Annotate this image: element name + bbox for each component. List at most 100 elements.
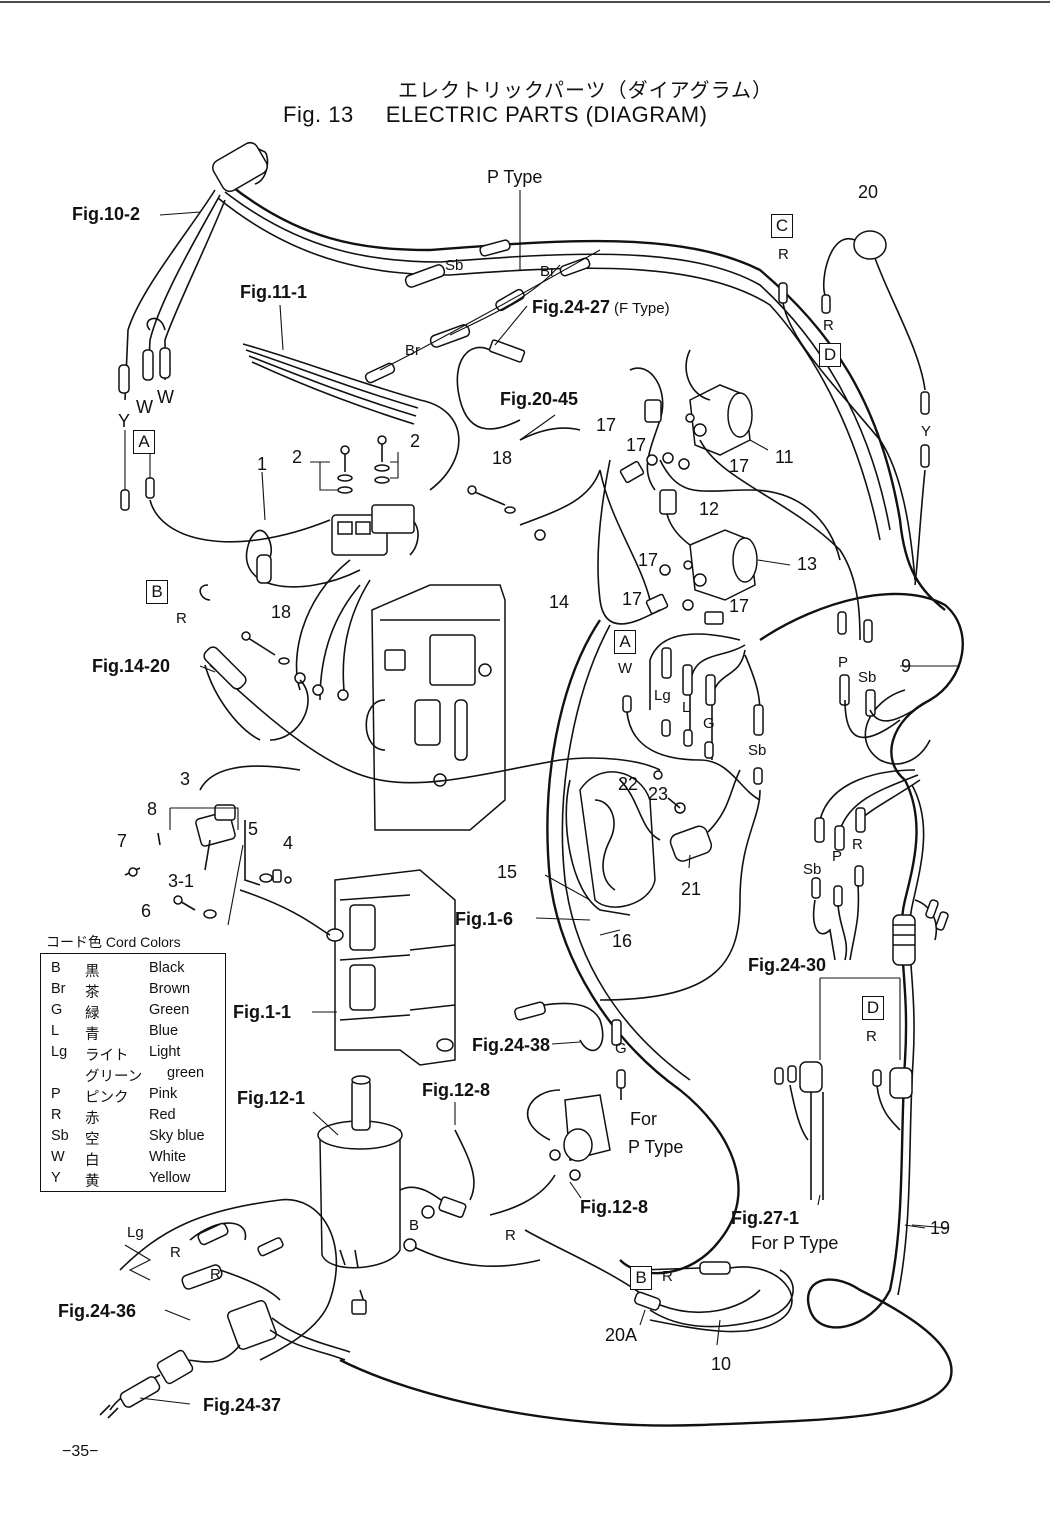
fig-11-1-ribbon — [242, 343, 460, 491]
ref-fig-24-30: Fig.24-30 — [748, 955, 827, 975]
legend-code: Y — [51, 1170, 61, 1186]
legend-en: Red — [149, 1107, 176, 1123]
ref-fig-12-8-top: Fig.12-8 — [422, 1080, 491, 1100]
ref-fig-14-20: Fig.14-20 — [92, 656, 171, 676]
legend-en: Green — [149, 1002, 190, 1018]
legend-jp: ライト — [85, 1048, 129, 1064]
part-17e: 17 — [622, 589, 643, 609]
part-18b: 18 — [271, 602, 292, 622]
stator-assembly — [565, 769, 741, 916]
wire-label-br-mid: Br — [405, 342, 420, 359]
page-number: −35− — [62, 1443, 99, 1460]
wire-label-g-mid: G — [703, 715, 715, 732]
center-block — [310, 435, 419, 556]
ref-fig-24-27: Fig.24-27(F Type) — [532, 298, 670, 316]
legend-en: Pink — [149, 1086, 178, 1102]
legend-jp: 黒 — [85, 964, 100, 980]
connector-box-c: C — [771, 214, 793, 238]
legend-row: Sb 空 Sky blue — [49, 1128, 207, 1149]
legend-code: R — [51, 1107, 62, 1123]
legend-jp: 白 — [85, 1153, 100, 1169]
wire-label-g-lower: G — [615, 1040, 627, 1057]
bolts-18 — [241, 427, 601, 741]
wire-label-r-c: R — [778, 246, 789, 263]
connector-box-d-bottom: D — [862, 996, 884, 1020]
wire-label-lg-mid: Lg — [654, 687, 671, 704]
part-4: 4 — [283, 833, 294, 853]
legend-code: L — [51, 1023, 60, 1039]
ref-fig-24-36: Fig.24-36 — [58, 1301, 137, 1321]
part-17c: 17 — [729, 456, 750, 476]
part-3: 3 — [180, 769, 191, 789]
part-17f: 17 — [729, 596, 750, 616]
legend-jp: 青 — [85, 1027, 100, 1043]
wire-label-p-right: P — [838, 654, 849, 671]
wire-label-r-d2: R — [866, 1028, 877, 1045]
legend-jp: ピンク — [85, 1090, 129, 1106]
legend-jp: 緑 — [85, 1006, 100, 1022]
legend-jp: 空 — [85, 1132, 100, 1148]
part-3-1: 3-1 — [168, 871, 195, 891]
ref-fig-24-38: Fig.24-38 — [472, 1035, 551, 1055]
part-2a: 2 — [292, 447, 303, 467]
part-16: 16 — [612, 931, 633, 951]
mid-connectors — [599, 633, 764, 1001]
part-19: 19 — [930, 1218, 951, 1238]
legend-en: White — [149, 1149, 187, 1165]
wire-label-br-top: Br — [540, 263, 555, 280]
note-for: For — [630, 1109, 657, 1129]
legend-code: Sb — [51, 1128, 69, 1144]
switch-3 — [124, 765, 331, 936]
wire-label-r-b: R — [176, 610, 187, 627]
wire-label-lg-bottom: Lg — [127, 1224, 144, 1241]
legend-row: W 白 White — [49, 1149, 207, 1170]
part-12: 12 — [699, 499, 720, 519]
wire-label-sb-lower: Sb — [803, 861, 822, 878]
top-right-sensor — [778, 230, 930, 586]
part-11: 11 — [775, 447, 794, 467]
fig-24-38-connector — [514, 1001, 626, 1100]
lower-left-harness — [99, 1198, 351, 1419]
cdi-unit — [294, 559, 506, 831]
relay-13 — [659, 459, 841, 601]
part-1: 1 — [257, 454, 268, 474]
part-20a: 20A — [605, 1325, 638, 1345]
legend-en: Sky blue — [149, 1128, 205, 1144]
connector-box-a-mid: A — [614, 630, 636, 654]
wire-label-b-bottom: B — [409, 1217, 420, 1234]
wire-label-w-left1: W — [136, 397, 153, 417]
wire-10 — [649, 1269, 794, 1328]
powerhead — [326, 869, 456, 1066]
legend-jp: 黄 — [85, 1174, 100, 1190]
legend-jp: 茶 — [85, 985, 100, 1001]
connector-box-b-left: B — [146, 580, 168, 604]
wire-15 — [546, 619, 740, 1275]
leader-lines — [139, 190, 960, 1405]
connector-box-d-top: D — [819, 343, 841, 367]
ref-fig-1-1: Fig.1-1 — [233, 1002, 292, 1022]
wire-label-w-mid: W — [618, 660, 633, 677]
title-japanese: エレクトリックパーツ（ダイアグラム） — [398, 80, 773, 102]
legend-code: W — [51, 1149, 65, 1165]
right-connectors — [811, 611, 949, 966]
ref-fig-10-2: Fig.10-2 — [72, 204, 141, 224]
legend-en: Black — [149, 960, 185, 976]
wire-label-r-bottom2: R — [210, 1266, 221, 1283]
wire-label-w-left2: W — [157, 387, 174, 407]
wire-label-r-lower: R — [852, 836, 863, 853]
connector-box-a-left: A — [133, 430, 155, 454]
part-7: 7 — [117, 831, 128, 851]
wire-label-y-right: Y — [921, 423, 932, 440]
wire-label-y-left: Y — [118, 411, 131, 431]
starter-motor — [317, 1075, 467, 1315]
legend-heading: コード色 Cord Colors — [46, 934, 181, 950]
top-plugs — [364, 239, 601, 430]
